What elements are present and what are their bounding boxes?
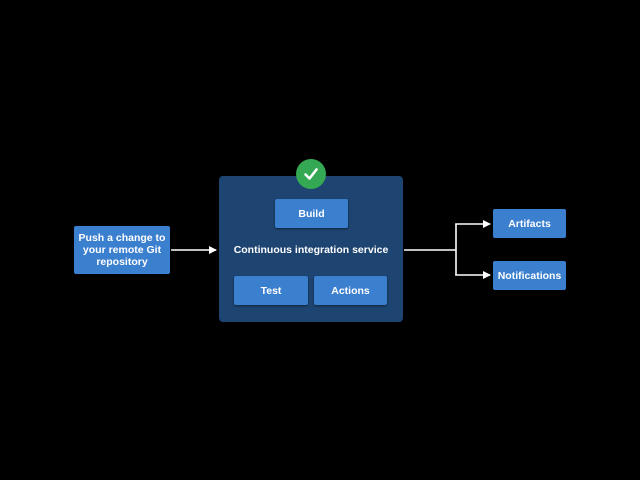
actions-step-box: Actions — [314, 276, 387, 305]
artifacts-box: Artifacts — [493, 209, 566, 238]
test-step-label: Test — [260, 284, 282, 297]
artifacts-label: Artifacts — [508, 217, 551, 230]
notifications-label: Notifications — [497, 269, 562, 282]
ci-service-label: Continuous integration service — [233, 244, 389, 256]
test-step-box: Test — [234, 276, 308, 305]
push-change-box: Push a change to your remote Git reposit… — [74, 226, 170, 274]
build-step-label: Build — [298, 207, 325, 220]
notifications-box: Notifications — [493, 261, 566, 290]
build-step-box: Build — [275, 199, 348, 228]
checkmark-icon — [296, 159, 326, 189]
push-change-label: Push a change to your remote Git reposit… — [78, 232, 166, 268]
actions-step-label: Actions — [331, 284, 370, 297]
